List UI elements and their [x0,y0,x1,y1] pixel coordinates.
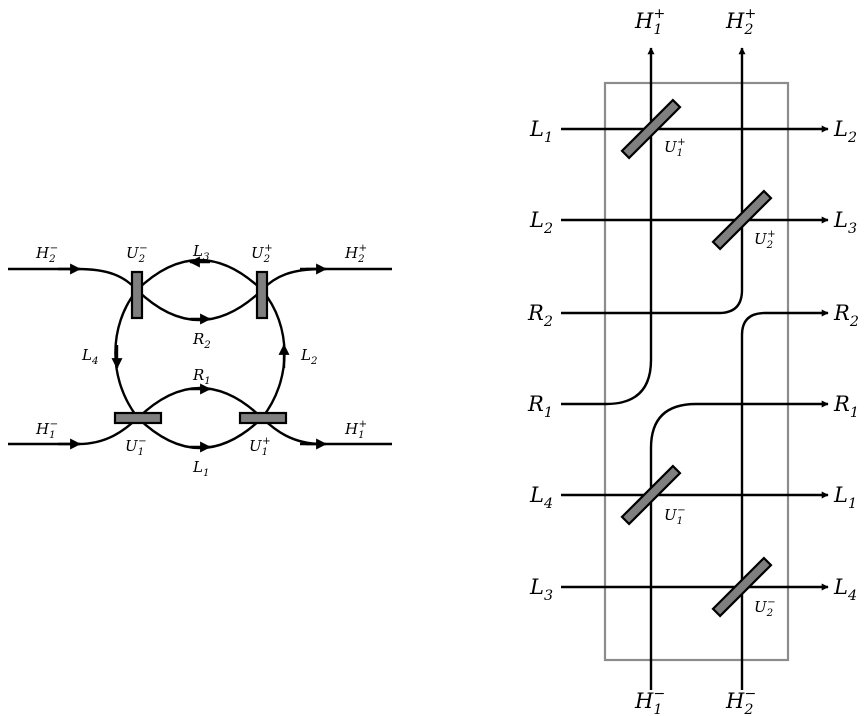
label-out-l2: L2 [833,117,857,146]
label-bs-u2-minus: U2− [754,597,776,619]
label-in-r2: R2 [527,301,553,330]
label-in-l3: L3 [529,575,553,604]
network-box [603,81,790,662]
label-bs-u2-plus: U2+ [754,229,776,251]
network-diagram: H1+ H2+ H1− H2− L1 L2 R2 R1 L4 L3 L2 L3 … [527,6,859,716]
label-bs-u1-plus: U1+ [664,137,686,159]
label-in-l1: L1 [529,117,553,146]
label-u2-plus: U2+ [251,243,273,265]
label-h2-in: H2− [35,243,58,265]
u2-plus-splitter-right [711,189,773,251]
label-out-l4: L4 [833,575,857,604]
h2-out-curve [261,267,323,291]
label-out-r1: R1 [833,392,859,421]
label-in-l2: L2 [529,208,553,237]
label-l4: L4 [81,346,98,367]
label-out-l3: L3 [833,208,857,237]
r2-arc [136,289,263,322]
r2-output-line [740,309,829,358]
label-in-r1: R1 [527,392,553,421]
label-r1: R1 [192,366,211,387]
label-top-h2: H2+ [725,6,756,38]
u1-minus-splitter [113,411,163,425]
label-out-l1: L1 [833,483,857,512]
label-bs-u1-minus: U1− [664,505,686,527]
label-u2-minus: U2− [126,243,148,265]
label-l1: L1 [192,458,209,479]
label-in-l4: L4 [529,483,553,512]
label-l2: L2 [300,346,317,367]
r2-input-line [561,270,744,315]
u1-minus-splitter-right [620,464,682,526]
r1-output-line [649,400,829,449]
u2-minus-splitter [130,270,144,320]
label-l3: L3 [192,242,209,263]
label-bottom-h1: H1− [634,686,665,716]
label-h2-out: H2+ [344,243,367,265]
label-top-h1: H1+ [634,6,665,38]
label-r2: R2 [192,330,211,351]
l4-arc [114,289,139,419]
u2-minus-splitter-right [711,556,773,618]
h2-in-curve [77,267,138,291]
label-h1-out: H1+ [344,419,367,441]
label-u1-plus: U1+ [249,436,271,458]
label-out-r2: R2 [833,301,859,330]
u1-plus-splitter [238,411,288,425]
l3-arc [136,258,263,291]
u1-plus-splitter-right [620,98,682,160]
label-h1-in: H1− [35,419,58,441]
r1-input-line [561,359,653,406]
label-bottom-h2: H2− [725,686,756,716]
u2-plus-splitter [255,270,269,320]
label-u1-minus: U1− [125,436,147,458]
ring-interferometer-diagram: H2− U2− L3 U2+ H2+ R2 L4 L2 R1 H1− H1+ U… [8,242,392,479]
